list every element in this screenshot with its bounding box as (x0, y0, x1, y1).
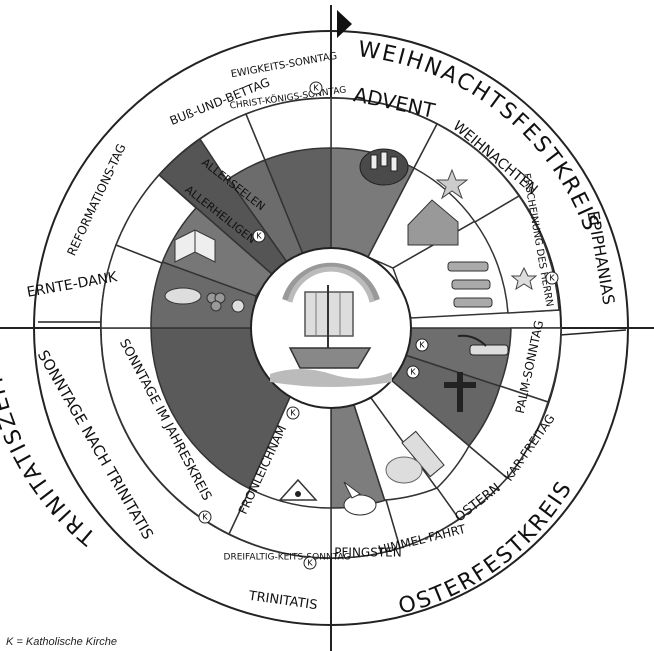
palm-figure-icon (457, 334, 509, 356)
k-marker-icon: K (303, 556, 317, 570)
band-epiphanias (473, 194, 560, 314)
k-marker-icon: K (406, 365, 420, 379)
ship-icon (270, 262, 392, 387)
k-marker-icon: K (198, 510, 212, 524)
cloud-icon (385, 456, 423, 484)
svg-text:K: K (290, 409, 296, 418)
svg-text:K: K (202, 513, 208, 522)
k-marker-icon: K (286, 406, 300, 420)
bread-icon (164, 287, 202, 305)
comet-star-icon (510, 266, 538, 291)
label-pfingsten: PFINGSTEN (334, 546, 401, 560)
svg-text:K: K (256, 232, 262, 241)
svg-text:K: K (549, 274, 555, 283)
magi-icon (447, 261, 493, 308)
k-marker-icon: K (252, 229, 266, 243)
cross-icon (444, 372, 476, 412)
star-icon (435, 168, 469, 200)
dove-icon (343, 481, 377, 516)
divider-right-2 (559, 329, 627, 336)
stable-icon (407, 199, 459, 246)
book-icon (174, 229, 216, 263)
k-marker-icon: K (545, 271, 559, 285)
apple-icon (231, 299, 245, 313)
start-marker-icon (337, 10, 352, 38)
band-reformation (115, 173, 198, 264)
k-marker-icon: K (415, 338, 429, 352)
svg-text:K: K (410, 368, 416, 377)
band-ewigkeit (245, 97, 332, 161)
advent-wreath-icon (359, 148, 409, 186)
svg-text:K: K (307, 559, 313, 568)
eye-triangle-icon (278, 478, 318, 501)
svg-text:K: K (313, 84, 319, 93)
grapes-icon (206, 292, 226, 312)
label-dreifaltigkeit: DREIFALTIG-KEITS-SONNTAG (224, 553, 351, 563)
svg-text:K: K (419, 341, 425, 350)
eye-dot (295, 491, 301, 497)
k-marker-icon: K (309, 81, 323, 95)
footnote: K = Katholische Kirche (6, 636, 117, 648)
